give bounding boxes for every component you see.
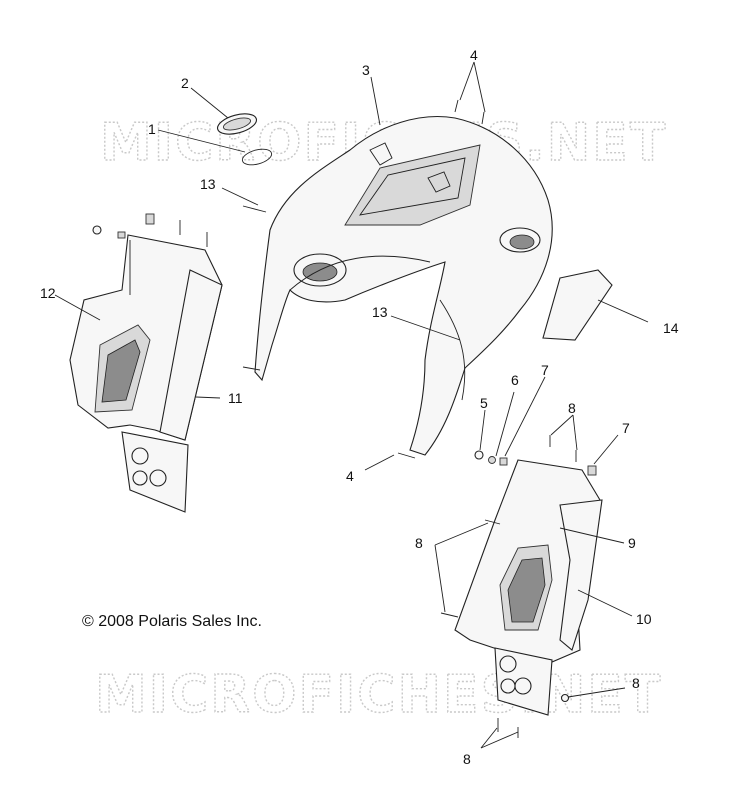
part-2-seal-ring	[216, 113, 258, 135]
callout-14: 14	[663, 320, 679, 336]
callout-4-top: 4	[470, 47, 478, 63]
part-11-left-trim	[159, 269, 223, 441]
callout-6: 6	[511, 372, 519, 388]
left-lower-bracket	[121, 431, 189, 513]
callout-12: 12	[40, 285, 56, 301]
callout-7-right: 7	[622, 420, 630, 436]
part-9-right-trim	[559, 499, 603, 651]
callout-4-bottom: 4	[346, 468, 354, 484]
part-1-o-ring	[241, 148, 273, 166]
callout-11: 11	[228, 390, 243, 406]
right-lower-bracket	[494, 647, 553, 716]
callout-8-right: 8	[632, 675, 640, 691]
callout-13-left: 13	[200, 176, 216, 192]
part-14-panel	[542, 269, 613, 341]
callout-8-left: 8	[415, 535, 423, 551]
part-3-hood	[254, 116, 553, 456]
callout-13-center: 13	[372, 304, 388, 320]
leader-lines	[54, 61, 649, 749]
callout-7-upper: 7	[541, 362, 549, 378]
callout-8-upper: 8	[568, 400, 576, 416]
callout-3: 3	[362, 62, 370, 78]
callout-1: 1	[148, 121, 156, 137]
copyright-notice: © 2008 Polaris Sales Inc.	[82, 613, 262, 630]
watermark-bottom: MICROFICHES.NET	[95, 665, 662, 725]
fasteners	[92, 99, 597, 738]
callout-9: 9	[628, 535, 636, 551]
callout-5: 5	[480, 395, 488, 411]
callout-10: 10	[636, 611, 652, 627]
callout-2: 2	[181, 75, 189, 91]
callout-8-bottom: 8	[463, 751, 471, 767]
